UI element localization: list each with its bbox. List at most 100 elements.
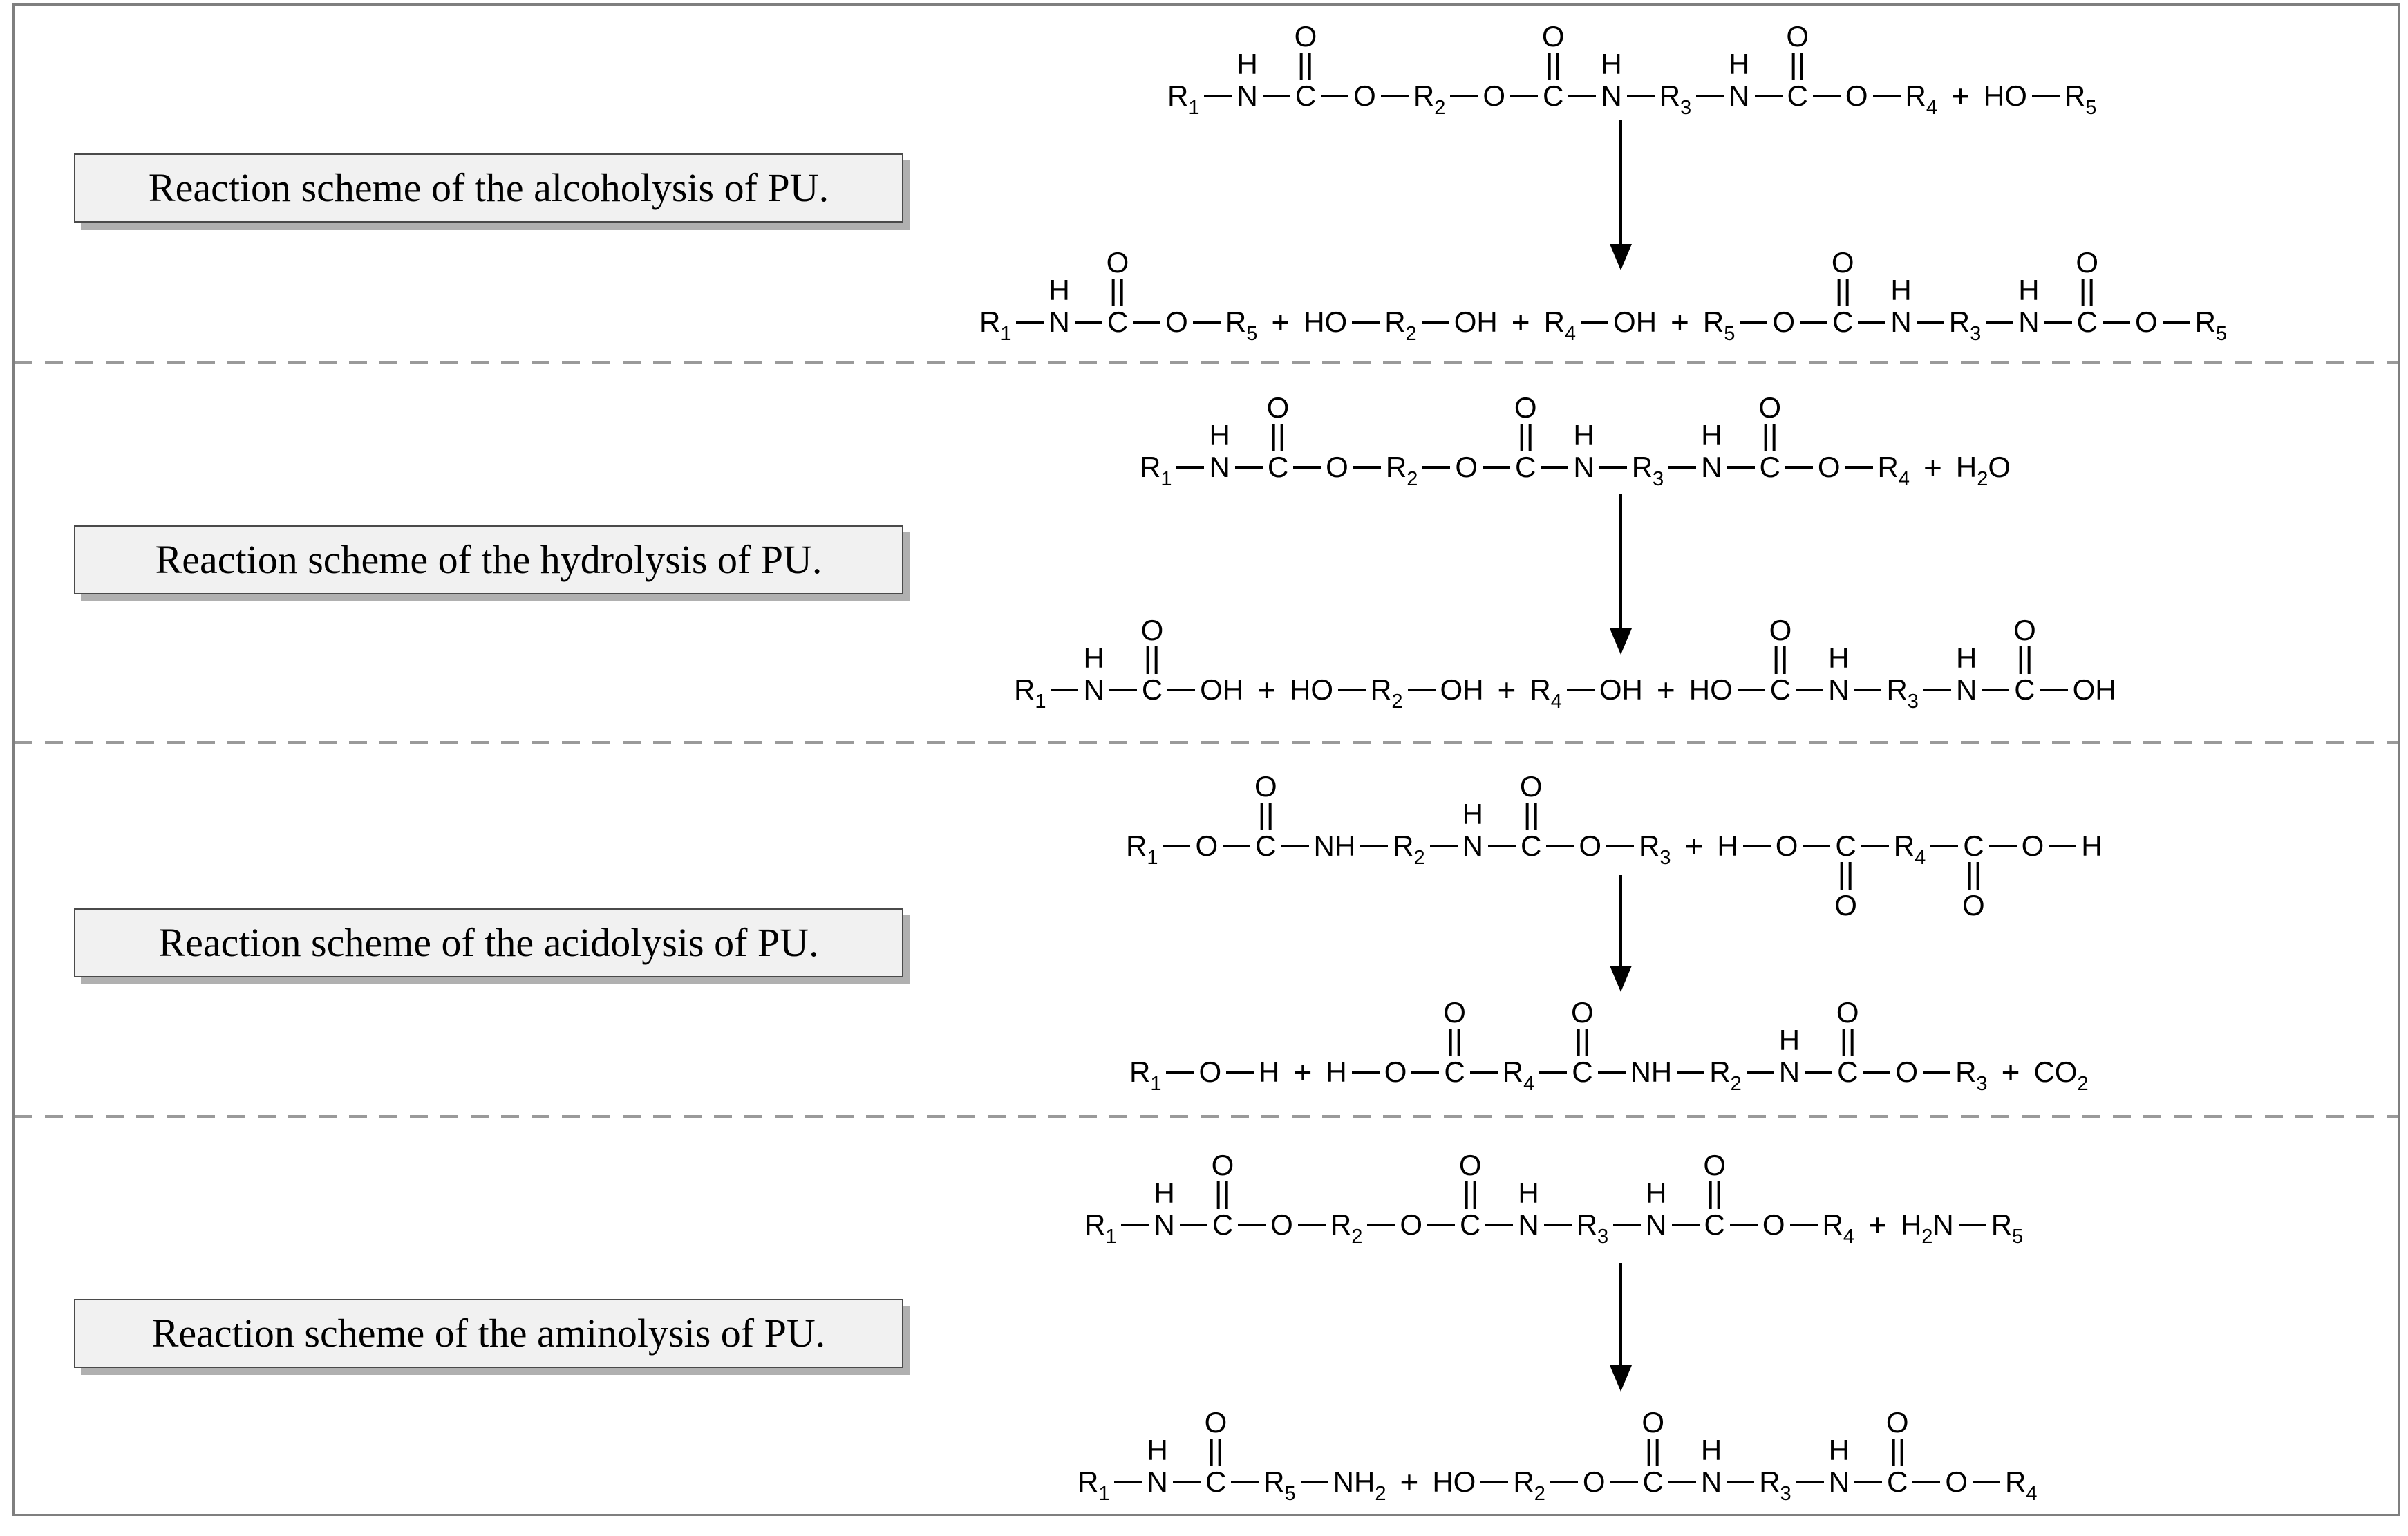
bond-line — [1546, 844, 1574, 847]
bond-line — [1166, 1070, 1194, 1074]
bond-line — [1988, 844, 2017, 847]
atom: O — [1775, 829, 1798, 862]
atom: HO — [1304, 305, 1348, 338]
reaction-arrow-icon — [1619, 120, 1622, 244]
atom: R3 — [1639, 829, 1671, 869]
bond-line — [1566, 688, 1595, 691]
bond-line — [1746, 1070, 1774, 1074]
atom: R2 — [1384, 305, 1417, 345]
plus-sign: + — [1868, 1206, 1887, 1243]
bond-line — [1234, 465, 1263, 469]
atom: O — [1384, 1055, 1407, 1088]
atom: R4 — [2005, 1465, 2038, 1505]
atom: R3 — [1886, 673, 1919, 713]
atom: O — [1353, 79, 1376, 112]
bond-line — [1192, 320, 1221, 324]
bond-line — [1133, 320, 1161, 324]
hydrogen-above: H — [1601, 47, 1622, 80]
scheme-label-text: Reaction scheme of the alcoholysis of PU… — [148, 165, 829, 210]
bond-line — [1597, 1070, 1626, 1074]
atom: CO2 — [2033, 1055, 2089, 1095]
bond-line — [1480, 1480, 1509, 1483]
bond-line — [1737, 688, 1765, 691]
atom: NH — [1630, 1055, 1673, 1088]
atom: HO — [1290, 673, 1334, 706]
bond-line — [1581, 320, 1609, 324]
double-bond-oxygen: O — [1571, 997, 1594, 1057]
hydrogen-above: H — [1701, 418, 1722, 451]
atom: H — [1326, 1055, 1347, 1088]
bond-line — [1671, 1223, 1700, 1226]
atom: R5 — [2194, 305, 2228, 345]
bond-line — [1872, 94, 1901, 97]
double-bond-oxygen: O — [1267, 392, 1289, 452]
bond-line — [2049, 844, 2077, 847]
bond-line — [1163, 844, 1191, 847]
double-bond-oxygen: O — [1520, 771, 1543, 831]
atom: OH — [2072, 673, 2116, 706]
bond-line — [1613, 1223, 1642, 1226]
atom: R1 — [979, 305, 1012, 345]
bond-line — [1729, 1223, 1758, 1226]
bond-line — [1854, 688, 1882, 691]
atom: R3 — [1659, 79, 1692, 119]
atom: R1 — [1078, 1465, 1110, 1505]
bond-line — [2162, 320, 2190, 324]
plus-sign: + — [1293, 1053, 1313, 1090]
bond-line — [1696, 94, 1724, 97]
bond-line — [1172, 1480, 1201, 1483]
atom: O — [1817, 450, 1841, 483]
double-bond-oxygen: O — [1836, 997, 1859, 1057]
atom: R2 — [1513, 1465, 1545, 1505]
bond-line — [1986, 320, 2014, 324]
bond-line — [1863, 1070, 1891, 1074]
atom: R2 — [1371, 673, 1403, 713]
atom: R4 — [1905, 79, 1938, 119]
bond-line — [1543, 1223, 1572, 1226]
atom: R3 — [1631, 450, 1664, 490]
reaction-arrow-icon — [1619, 1263, 1622, 1365]
plus-sign: + — [1684, 827, 1704, 864]
bond-line — [1281, 844, 1309, 847]
double-bond-oxygen: O — [1542, 21, 1565, 81]
atom: R2 — [1709, 1055, 1742, 1095]
atom: O — [1270, 1208, 1293, 1241]
bond-line — [1450, 94, 1478, 97]
scheme-label-text: Reaction scheme of the aminolysis of PU. — [151, 1311, 826, 1356]
bond-line — [1293, 465, 1321, 469]
bond-line — [1845, 465, 1873, 469]
hydrogen-above: H — [1083, 641, 1104, 674]
bond-line — [2044, 320, 2072, 324]
bond-line — [1805, 1070, 1833, 1074]
atom: HO — [1689, 673, 1733, 706]
hydrogen-above: H — [1573, 418, 1595, 451]
bond-line — [1469, 1070, 1498, 1074]
reaction-arrow-icon — [1619, 494, 1622, 628]
atom: R4 — [1877, 450, 1910, 490]
atom: NH2 — [1333, 1465, 1386, 1505]
atom: OH — [1599, 673, 1643, 706]
figure-frame: Reaction scheme of the alcoholysis of PU… — [12, 3, 2400, 1516]
double-bond-oxygen: O — [1212, 1150, 1234, 1210]
plus-sign: + — [1497, 671, 1516, 708]
hydrogen-above: H — [1890, 273, 1912, 306]
bond-line — [1179, 1223, 1207, 1226]
atom: O — [1455, 450, 1478, 483]
atom: R4 — [1543, 305, 1577, 345]
atom: R4 — [1893, 829, 1926, 869]
hydrogen-above: H — [2018, 273, 2040, 306]
